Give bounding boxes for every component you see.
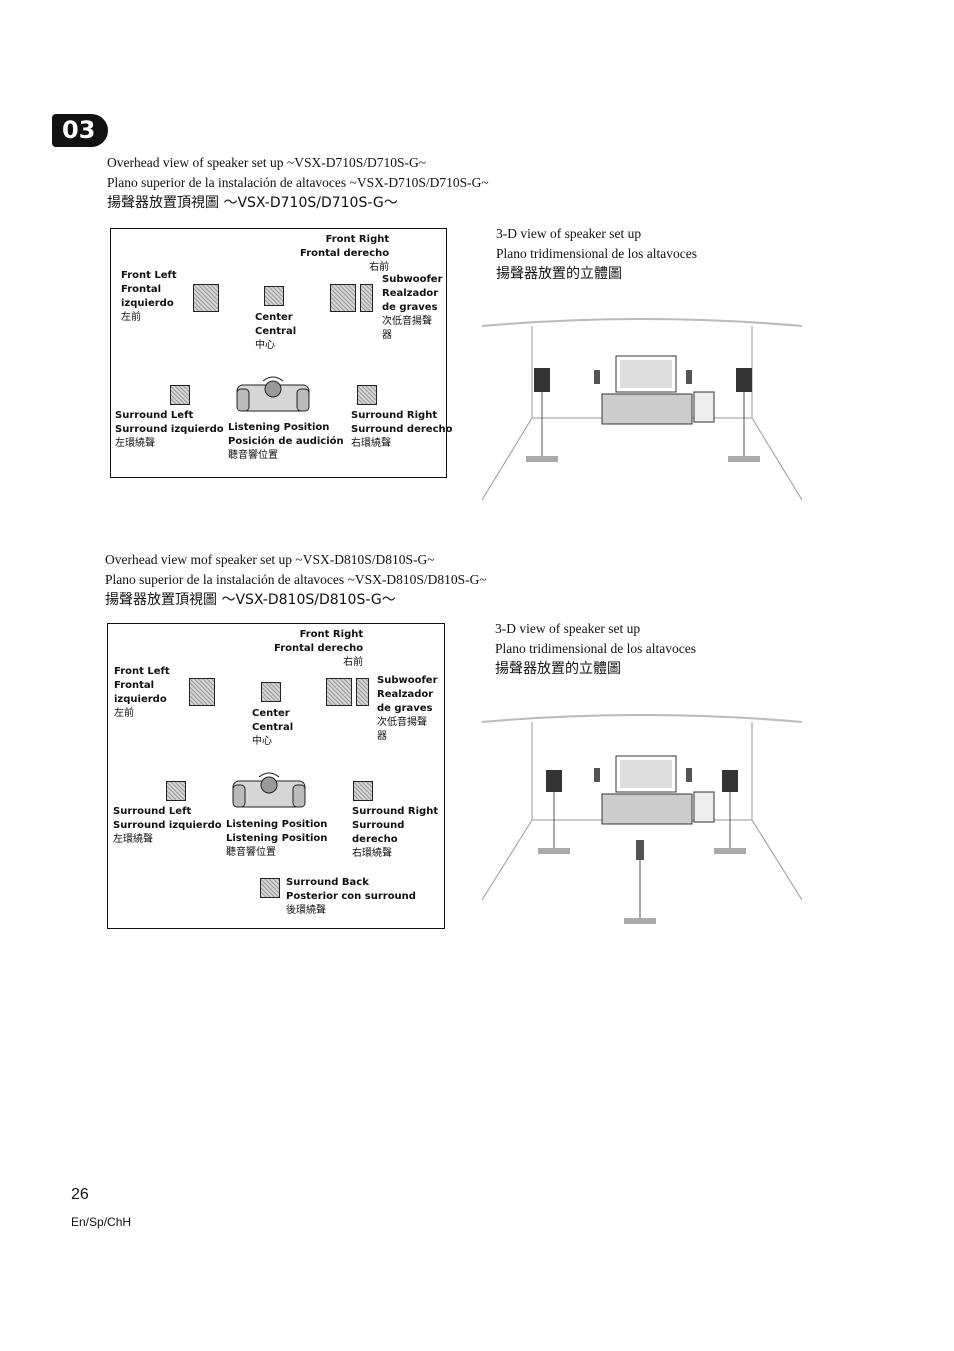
subwoofer-icon xyxy=(360,284,373,312)
section2-title-es: Plano superior de la instalación de alta… xyxy=(105,572,487,587)
center-speaker-icon xyxy=(264,286,284,306)
section2-3d-es: Plano tridimensional de los altavoces xyxy=(495,641,696,656)
section1-title-es: Plano superior de la instalación de alta… xyxy=(107,175,489,190)
surround-right-speaker-icon xyxy=(353,781,373,801)
center-label: Center Central 中心 xyxy=(255,312,297,351)
surround-back-label: Surround Back Posterior con surround 後環繞… xyxy=(286,877,416,916)
section2-3d-en: 3-D view of speaker set up xyxy=(495,621,641,636)
listening-position-label: Listening Position Listening Position 聽音… xyxy=(226,819,328,858)
surround-right-label: Surround Right Surround derecho 右環繞聲 xyxy=(352,806,439,859)
section1-3d-zh: 揚聲器放置的立體圖 xyxy=(496,266,622,282)
surround-right-label: Surround Right Surround derecho 右環繞聲 xyxy=(351,410,453,449)
chapter-badge: 03 xyxy=(52,114,108,147)
subwoofer-icon xyxy=(356,678,369,706)
section2-title-en: Overhead view mof speaker set up ~VSX-D8… xyxy=(105,552,435,567)
surround-right-speaker-icon xyxy=(357,385,377,405)
section2-3d-zh: 揚聲器放置的立體圖 xyxy=(495,661,621,677)
subwoofer-label: Subwoofer Realzador de graves 次低音揚聲 器 xyxy=(377,675,438,742)
page-number: 26 xyxy=(71,1186,89,1203)
surround-left-label: Surround Left Surround izquierdo 左環繞聲 xyxy=(113,806,222,845)
front-right-speaker-icon xyxy=(330,284,356,312)
section2-overhead-plan: Front Right Frontal derecho 右前 Front Lef… xyxy=(107,623,445,929)
section2-heading: Overhead view mof speaker set up ~VSX-D8… xyxy=(105,550,487,610)
subwoofer-label: Subwoofer Realzador de graves 次低音揚聲 器 xyxy=(382,274,443,341)
front-left-speaker-icon xyxy=(189,678,215,706)
front-right-label: Front Right Frontal derecho 右前 xyxy=(300,234,390,273)
section1-title-en: Overhead view of speaker set up ~VSX-D71… xyxy=(107,155,427,170)
listening-position-label: Listening Position Posición de audición … xyxy=(228,422,344,461)
sofa-icon xyxy=(232,772,306,808)
front-left-label: Front Left Frontal izquierdo 左前 xyxy=(121,270,177,323)
section2-3d-room-illustration xyxy=(482,714,802,924)
section1-3d-en: 3-D view of speaker set up xyxy=(496,226,642,241)
page-languages: En/Sp/ChH xyxy=(71,1215,132,1229)
front-left-speaker-icon xyxy=(193,284,219,312)
surround-left-speaker-icon xyxy=(166,781,186,801)
center-label: Center Central 中心 xyxy=(252,708,294,747)
section1-title-zh: 揚聲器放置頂視圖 ～VSX-D710S/D710S-G～ xyxy=(107,195,398,211)
section1-3d-heading: 3-D view of speaker set up Plano tridime… xyxy=(496,224,697,284)
surround-left-label: Surround Left Surround izquierdo 左環繞聲 xyxy=(115,410,224,449)
surround-back-speaker-icon xyxy=(260,878,280,898)
section2-3d-heading: 3-D view of speaker set up Plano tridime… xyxy=(495,619,696,679)
front-right-label: Front Right Frontal derecho 右前 xyxy=(274,629,364,668)
section1-overhead-plan: Front Right Frontal derecho 右前 Front Lef… xyxy=(110,228,453,478)
sofa-icon xyxy=(236,376,310,412)
center-speaker-icon xyxy=(261,682,281,702)
surround-left-speaker-icon xyxy=(170,385,190,405)
section1-3d-room-illustration xyxy=(482,318,802,501)
section1-3d-es: Plano tridimensional de los altavoces xyxy=(496,246,697,261)
section1-heading: Overhead view of speaker set up ~VSX-D71… xyxy=(107,153,489,213)
front-right-speaker-icon xyxy=(326,678,352,706)
section2-title-zh: 揚聲器放置頂視圖 ～VSX-D810S/D810S-G～ xyxy=(105,592,396,608)
front-left-label: Front Left Frontal izquierdo 左前 xyxy=(114,666,170,719)
